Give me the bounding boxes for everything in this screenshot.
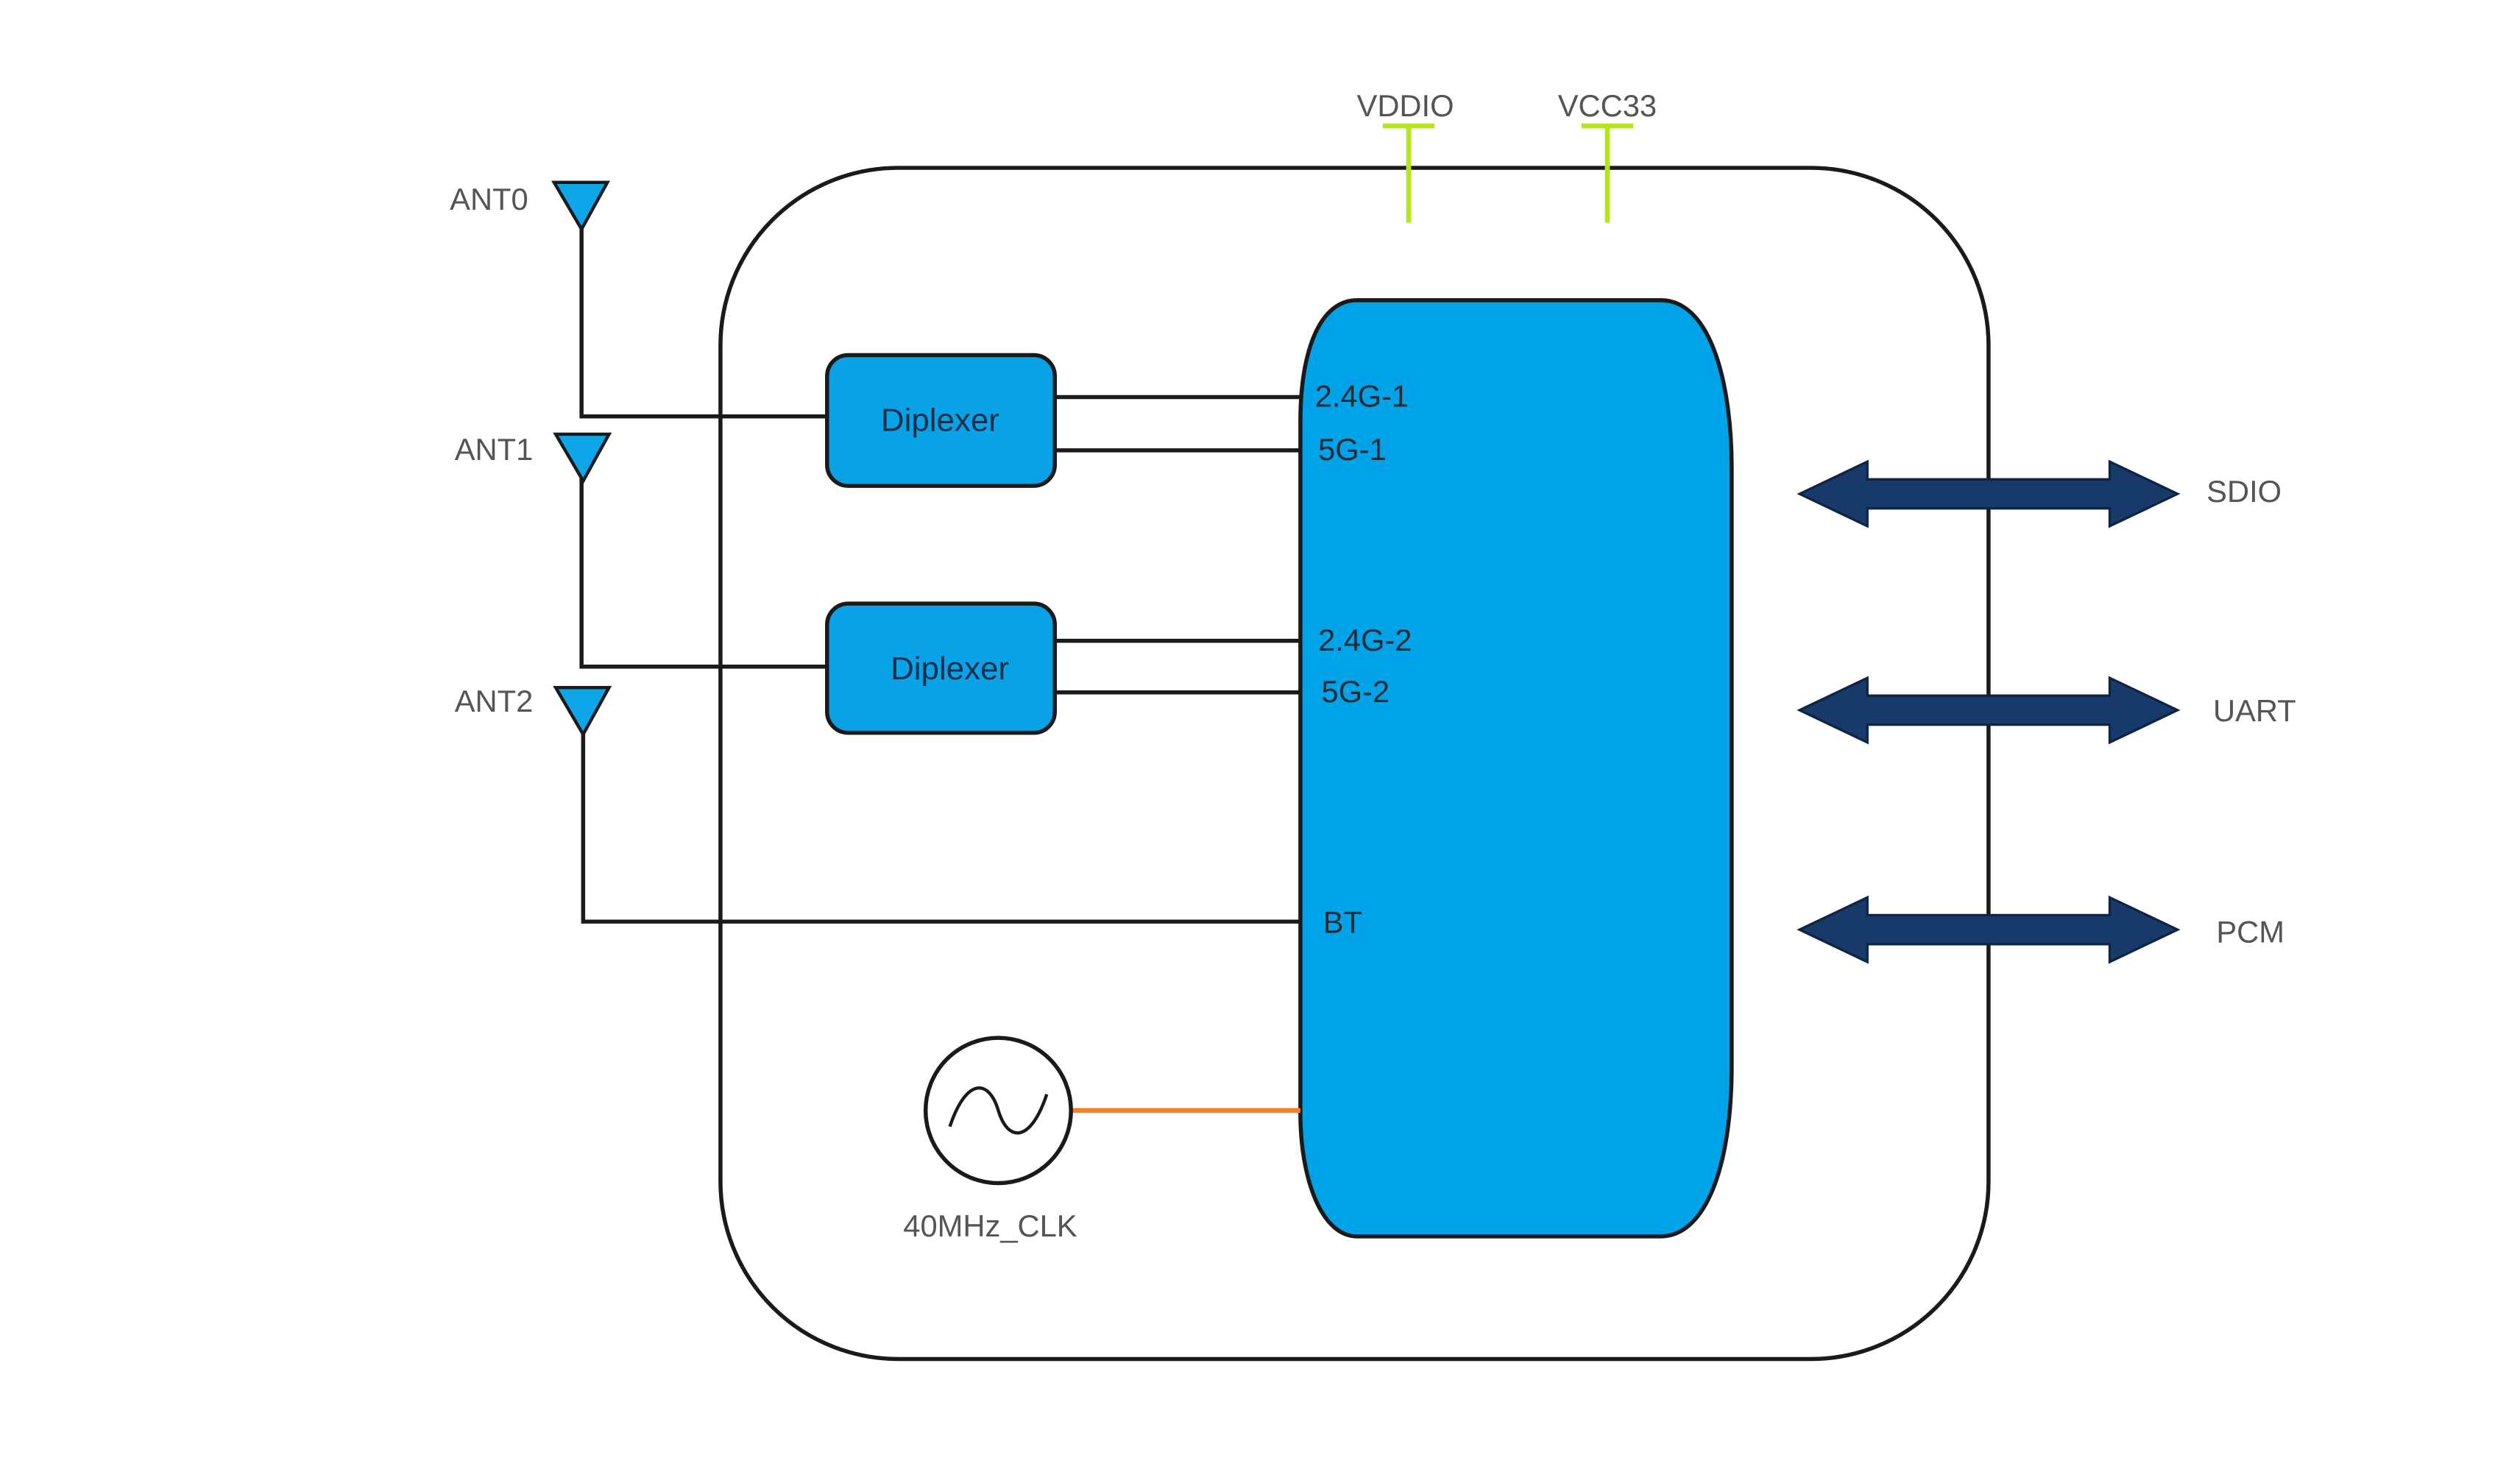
antenna-ant2: ANT2	[455, 684, 612, 738]
antenna-ant0: ANT0	[450, 180, 610, 233]
chip-pin-bt: BT	[1323, 905, 1362, 940]
diplexer-wiring	[1053, 394, 1312, 695]
antenna-label: ANT0	[450, 182, 528, 216]
interface-label: PCM	[2216, 915, 2284, 949]
chip-pin-5g-1: 5G-1	[1318, 432, 1387, 467]
wifi-bt-chip	[1298, 298, 1734, 1239]
power-rail-label-vcc33: VCC33	[1558, 88, 1657, 123]
power-rail-vddio: VDDIO	[1357, 88, 1454, 223]
antenna-icon	[553, 432, 612, 484]
interface-label: SDIO	[2206, 474, 2282, 509]
sine-wave-icon	[948, 1086, 1049, 1135]
interface-uart: UART	[1797, 676, 2296, 745]
interface-label: UART	[2213, 693, 2296, 728]
diplexer-label: Diplexer	[891, 651, 1009, 687]
antenna-icon	[551, 180, 610, 233]
antenna-label: ANT2	[455, 684, 534, 718]
antenna-wiring	[579, 226, 1304, 924]
diplexer-1: Diplexer	[825, 353, 1057, 488]
power-rail-label-vddio: VDDIO	[1357, 88, 1454, 123]
clock-oscillator: 40MHz_CLK	[903, 1036, 1077, 1243]
chip-pin-2.4g-1: 2.4G-1	[1315, 379, 1409, 414]
chip-pin-2.4g-2: 2.4G-2	[1318, 623, 1412, 657]
interface-pcm: PCM	[1797, 895, 2284, 964]
double-arrow-icon	[1797, 895, 2181, 964]
antenna-label: ANT1	[455, 432, 534, 467]
double-arrow-icon	[1797, 676, 2181, 745]
clock-label: 40MHz_CLK	[903, 1209, 1077, 1243]
chip-pin-5g-2: 5G-2	[1321, 674, 1390, 709]
diplexer-label: Diplexer	[881, 403, 999, 439]
diplexer-2: Diplexer	[825, 601, 1057, 735]
interface-sdio: SDIO	[1797, 459, 2282, 528]
double-arrow-icon	[1797, 459, 2181, 528]
power-rail-vcc33: VCC33	[1558, 88, 1657, 223]
antenna-icon	[553, 686, 612, 738]
antenna-ant1: ANT1	[455, 432, 612, 484]
